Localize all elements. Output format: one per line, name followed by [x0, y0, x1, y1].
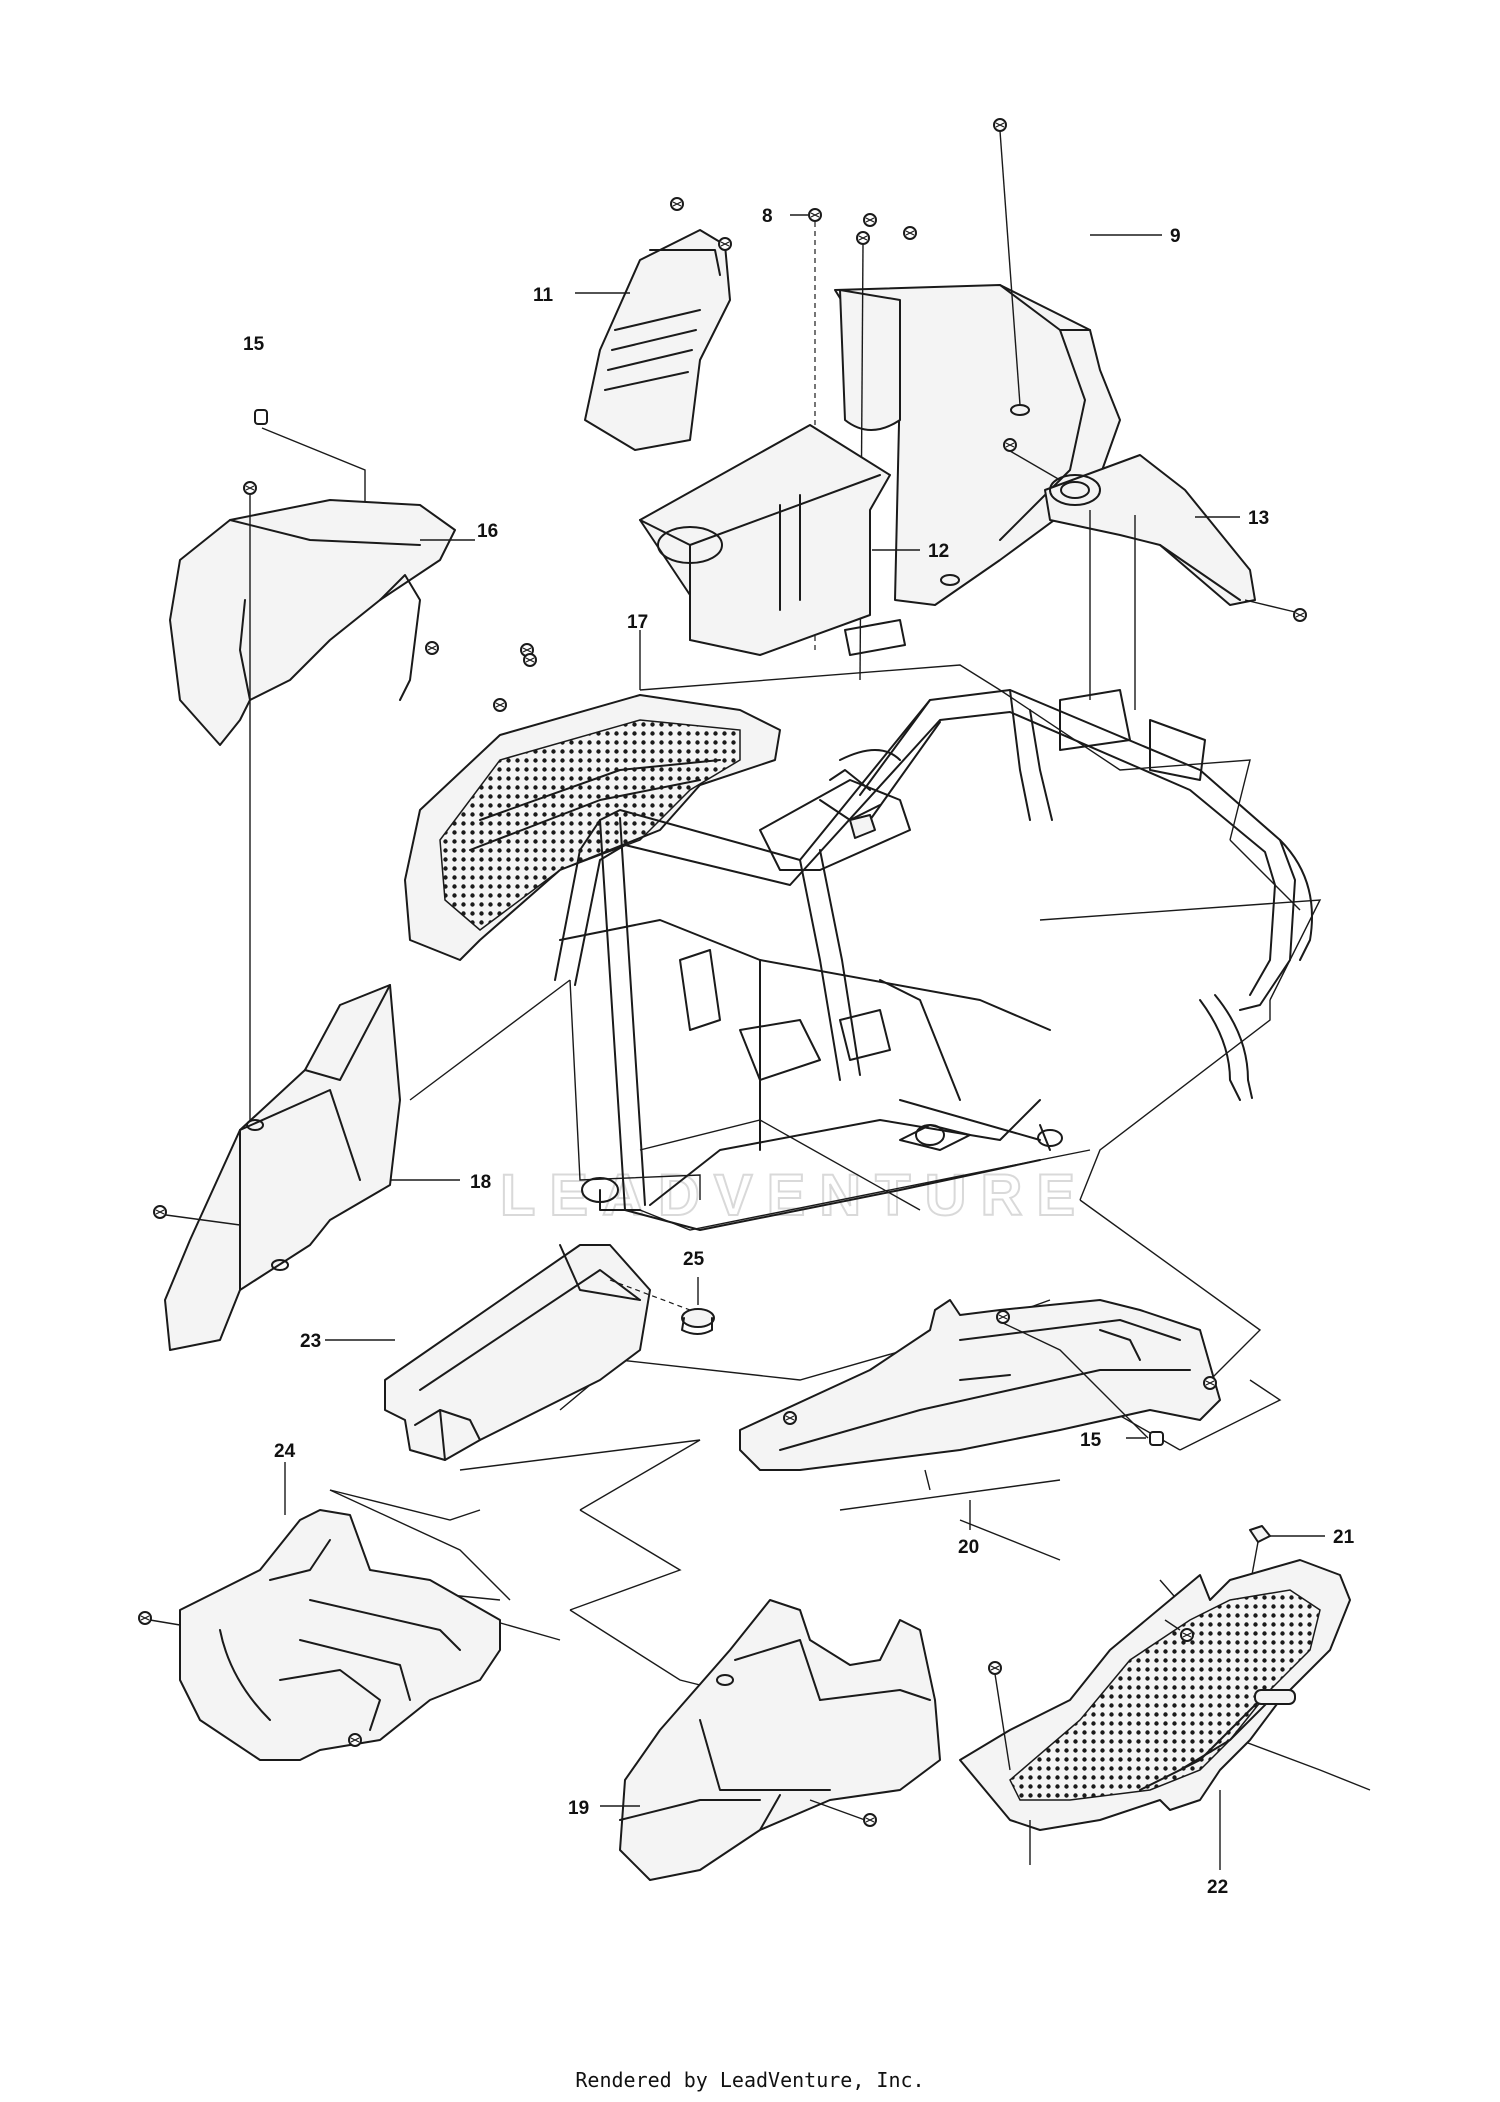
callout-15-upper: 15 — [243, 334, 265, 355]
callout-labels: 8 9 11 12 13 15 15 16 17 18 19 20 21 22 … — [243, 206, 1355, 1898]
callout-19: 19 — [568, 1798, 589, 1819]
watermark-text: LEADVENTURE — [500, 1163, 1089, 1228]
callout-23: 23 — [300, 1331, 321, 1352]
part-18-left-side-panel — [153, 984, 460, 1351]
callout-21: 21 — [1333, 1527, 1355, 1548]
callout-25: 25 — [683, 1249, 705, 1270]
part-25-plug — [609, 1277, 715, 1335]
part-24-front-left-panel — [138, 1462, 501, 1761]
part-22-right-footrest — [959, 1559, 1351, 1870]
callout-24: 24 — [274, 1441, 296, 1462]
footer-credit: Rendered by LeadVenture, Inc. — [575, 2068, 925, 2092]
callout-20: 20 — [958, 1537, 979, 1558]
callout-12: 12 — [928, 541, 949, 562]
callout-16: 16 — [477, 521, 498, 542]
callout-17: 17 — [627, 612, 648, 633]
callout-8: 8 — [762, 206, 773, 227]
part-23-centre-tunnel — [325, 1244, 651, 1461]
part-16-left-rear-fender — [169, 481, 534, 1180]
part-12-storage-tray — [639, 424, 920, 656]
part-11-rear-centre-cover — [575, 197, 732, 451]
callout-15-lower: 15 — [1080, 1430, 1102, 1451]
callout-18: 18 — [470, 1172, 491, 1193]
callout-9: 9 — [1170, 226, 1181, 247]
part-19-front-centre-cover — [600, 1599, 941, 1881]
part-13-right-cover-cap — [1003, 438, 1307, 710]
part-20-rear-right-rail — [739, 1299, 1221, 1530]
callout-22: 22 — [1207, 1877, 1228, 1898]
callout-13: 13 — [1248, 508, 1269, 529]
callout-11: 11 — [533, 285, 554, 306]
part-9-rear-upper-cover — [834, 118, 1162, 606]
frame — [409, 619, 1313, 1231]
part-17-left-footrest — [404, 630, 781, 961]
